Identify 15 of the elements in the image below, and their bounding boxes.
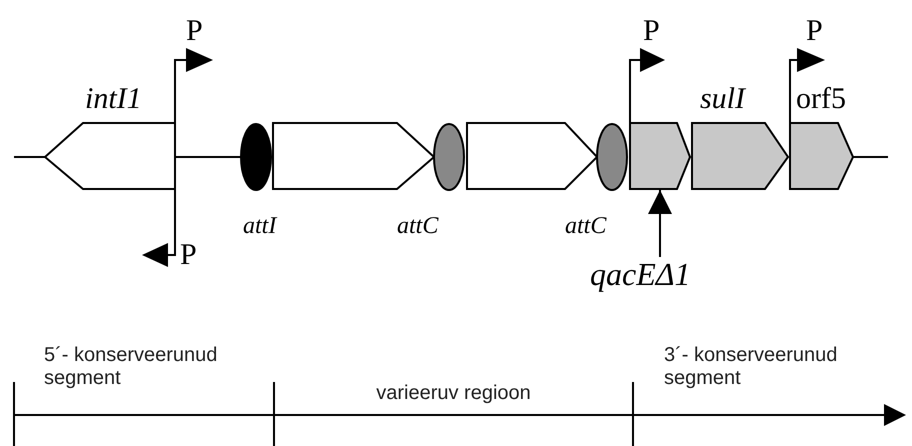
region-label: 3´- konserveerunud segment — [664, 344, 838, 390]
gene-label: qacEΔ1 — [590, 258, 691, 290]
gene-label: orf5 — [796, 84, 846, 114]
gene-label: attC — [397, 214, 438, 238]
gene-label: sulI — [700, 84, 745, 114]
promoter-label: P — [186, 16, 203, 46]
region-label: varieeruv regioon — [375, 382, 532, 405]
region-label: 5´- konserveerunud segment — [44, 344, 218, 390]
promoter-label: P — [806, 16, 823, 46]
gene-label: attC — [565, 214, 606, 238]
gene-label: attI — [243, 214, 276, 238]
leader-arrow — [648, 190, 672, 257]
promoter-label: P — [643, 16, 660, 46]
gene-label: intI1 — [85, 84, 142, 114]
promoter-label: P — [180, 240, 197, 270]
